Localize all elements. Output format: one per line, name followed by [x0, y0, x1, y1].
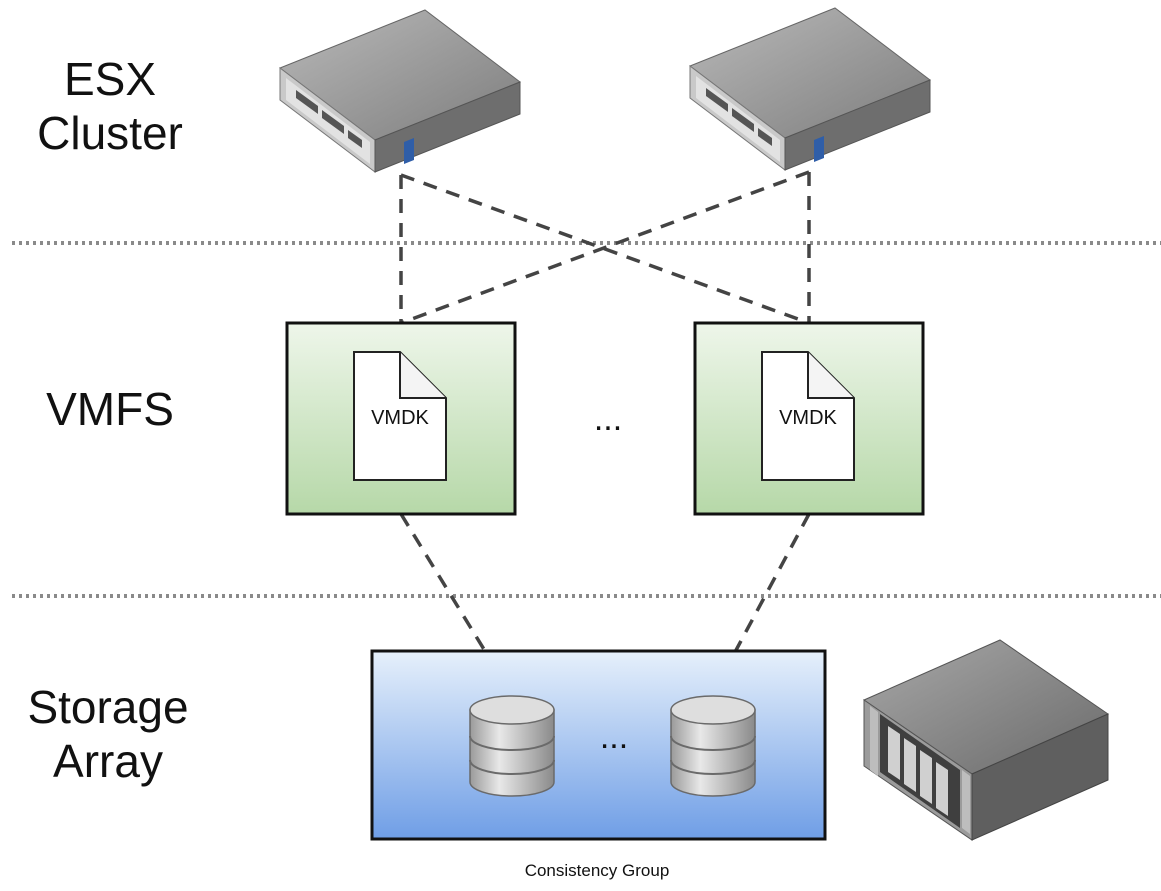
tier-label-storage-line1: Storage [27, 681, 189, 733]
tier-label-vmfs: VMFS [30, 382, 190, 436]
vmfs-ellipsis: ... [594, 400, 622, 438]
esx-server-icon-2 [688, 7, 932, 172]
lun-disk-icon-1 [469, 695, 555, 797]
esx-server-icon-1 [278, 9, 522, 174]
vmfs-volume-1: VMDK [285, 321, 517, 516]
tier-label-storage-array: Storage Array [18, 680, 198, 788]
link-esx2-vmfs1 [400, 170, 810, 325]
vmdk-file-icon-2 [761, 351, 855, 481]
tier-label-vmfs-text: VMFS [46, 383, 174, 435]
storage-ellipsis: ... [600, 718, 628, 756]
consistency-group-label: Consistency Group [525, 861, 670, 880]
consistency-group-box [370, 649, 827, 841]
vmdk-file-icon-1 [353, 351, 447, 481]
vmdk-label-2: VMDK [779, 407, 837, 429]
vmfs-volume-2: VMDK [693, 321, 925, 516]
vmdk-label-1: VMDK [371, 407, 429, 429]
tier-label-esx-line2: Cluster [37, 107, 183, 159]
lun-disk-icon-2 [670, 695, 756, 797]
tier-label-storage-line2: Array [53, 735, 163, 787]
tier-label-esx-cluster: ESX Cluster [30, 52, 190, 160]
tier-label-esx-line1: ESX [63, 53, 157, 105]
storage-array-icon [862, 639, 1110, 841]
